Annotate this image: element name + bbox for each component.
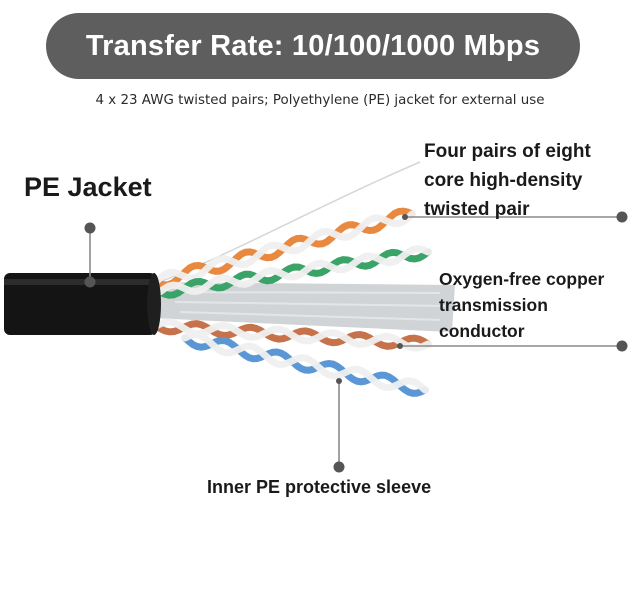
pair-green-strand-2 bbox=[156, 245, 432, 296]
conductor-line-1: Oxygen-free copper bbox=[439, 269, 605, 289]
pair-blue-strand-2 bbox=[181, 331, 429, 394]
inner-sleeve-shape bbox=[150, 282, 455, 332]
dot-sleeve-top bbox=[336, 378, 342, 384]
dot-twisted-start bbox=[402, 214, 408, 220]
dot-conductor-end bbox=[616, 340, 628, 352]
twisted-pair-line-2: core high-density bbox=[424, 170, 583, 191]
pair-orange-strand-2 bbox=[152, 210, 416, 286]
twisted-pair-line-3: twisted pair bbox=[424, 199, 530, 220]
dot-pe-bottom bbox=[84, 276, 96, 288]
conductor-label: Oxygen-free copper transmission conducto… bbox=[439, 266, 604, 344]
green-pair bbox=[156, 245, 432, 299]
dot-conductor-start bbox=[397, 343, 403, 349]
blue-pair bbox=[181, 331, 429, 397]
jacket-highlight bbox=[4, 279, 154, 285]
pair-green-strand-1 bbox=[156, 248, 432, 299]
conductor-line-3: conductor bbox=[439, 321, 525, 341]
pe-jacket-label: PE Jacket bbox=[24, 172, 152, 202]
dot-sleeve-bottom bbox=[333, 461, 345, 473]
banner-title: Transfer Rate: 10/100/1000 Mbps bbox=[85, 29, 541, 62]
leader-dots bbox=[84, 211, 628, 473]
conductor-line-2: transmission bbox=[439, 295, 548, 315]
twisted-pair-line-1: Four pairs of eight bbox=[424, 141, 591, 162]
pair-blue-strand-1 bbox=[181, 334, 429, 397]
dot-twisted-end bbox=[616, 211, 628, 223]
dot-pe-top bbox=[84, 222, 96, 234]
orange-pair bbox=[152, 207, 416, 289]
inner-sleeve-label: Inner PE protective sleeve bbox=[207, 477, 432, 497]
sleeve-streaks bbox=[169, 291, 446, 321]
pe-jacket-shape bbox=[4, 273, 156, 335]
subtitle: 4 x 23 AWG twisted pairs; Polyethylene (… bbox=[95, 93, 545, 108]
title-banner: Transfer Rate: 10/100/1000 Mbps bbox=[46, 13, 580, 79]
jacket-end bbox=[147, 273, 161, 335]
leader-lines bbox=[89, 216, 622, 467]
twisted-pair-label: Four pairs of eight core high-density tw… bbox=[424, 137, 591, 224]
